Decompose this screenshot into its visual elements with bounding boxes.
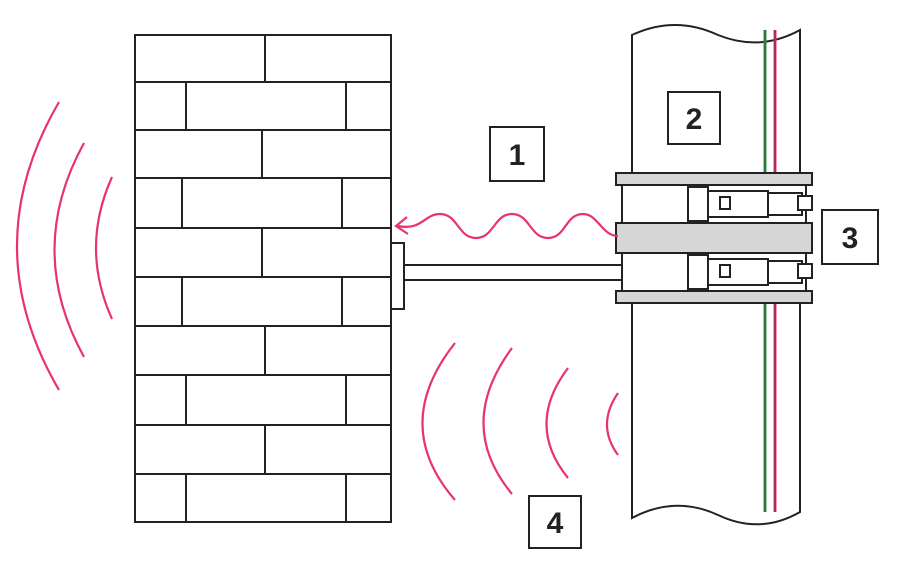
sound-waves-wall [15,101,114,391]
brick-wall [134,34,392,523]
threaded-rod [403,264,623,281]
pipe-clamp [615,172,813,304]
svg-text:1: 1 [509,139,526,172]
wavy-arrow [394,212,619,240]
clamp-band-bottom [615,290,813,304]
svg-text:3: 3 [842,222,859,255]
arrow-head [394,216,409,235]
clamp-band-top [615,172,813,186]
svg-text:2: 2 [686,103,703,136]
wall-plate [390,242,405,310]
sound-waves-pipe [421,342,619,501]
svg-text:4: 4 [547,507,564,540]
label-2: 2 [667,91,721,145]
label-4: 4 [528,495,582,549]
clamp-screw-bottom [687,254,813,290]
mounting-rod [390,242,623,310]
clamp-screw-top [687,186,813,222]
wall-outline [134,34,392,523]
clamp-rubber-liner [615,222,813,254]
wall-joints [181,35,347,522]
label-1: 1 [489,126,545,182]
label-3: 3 [821,209,879,265]
